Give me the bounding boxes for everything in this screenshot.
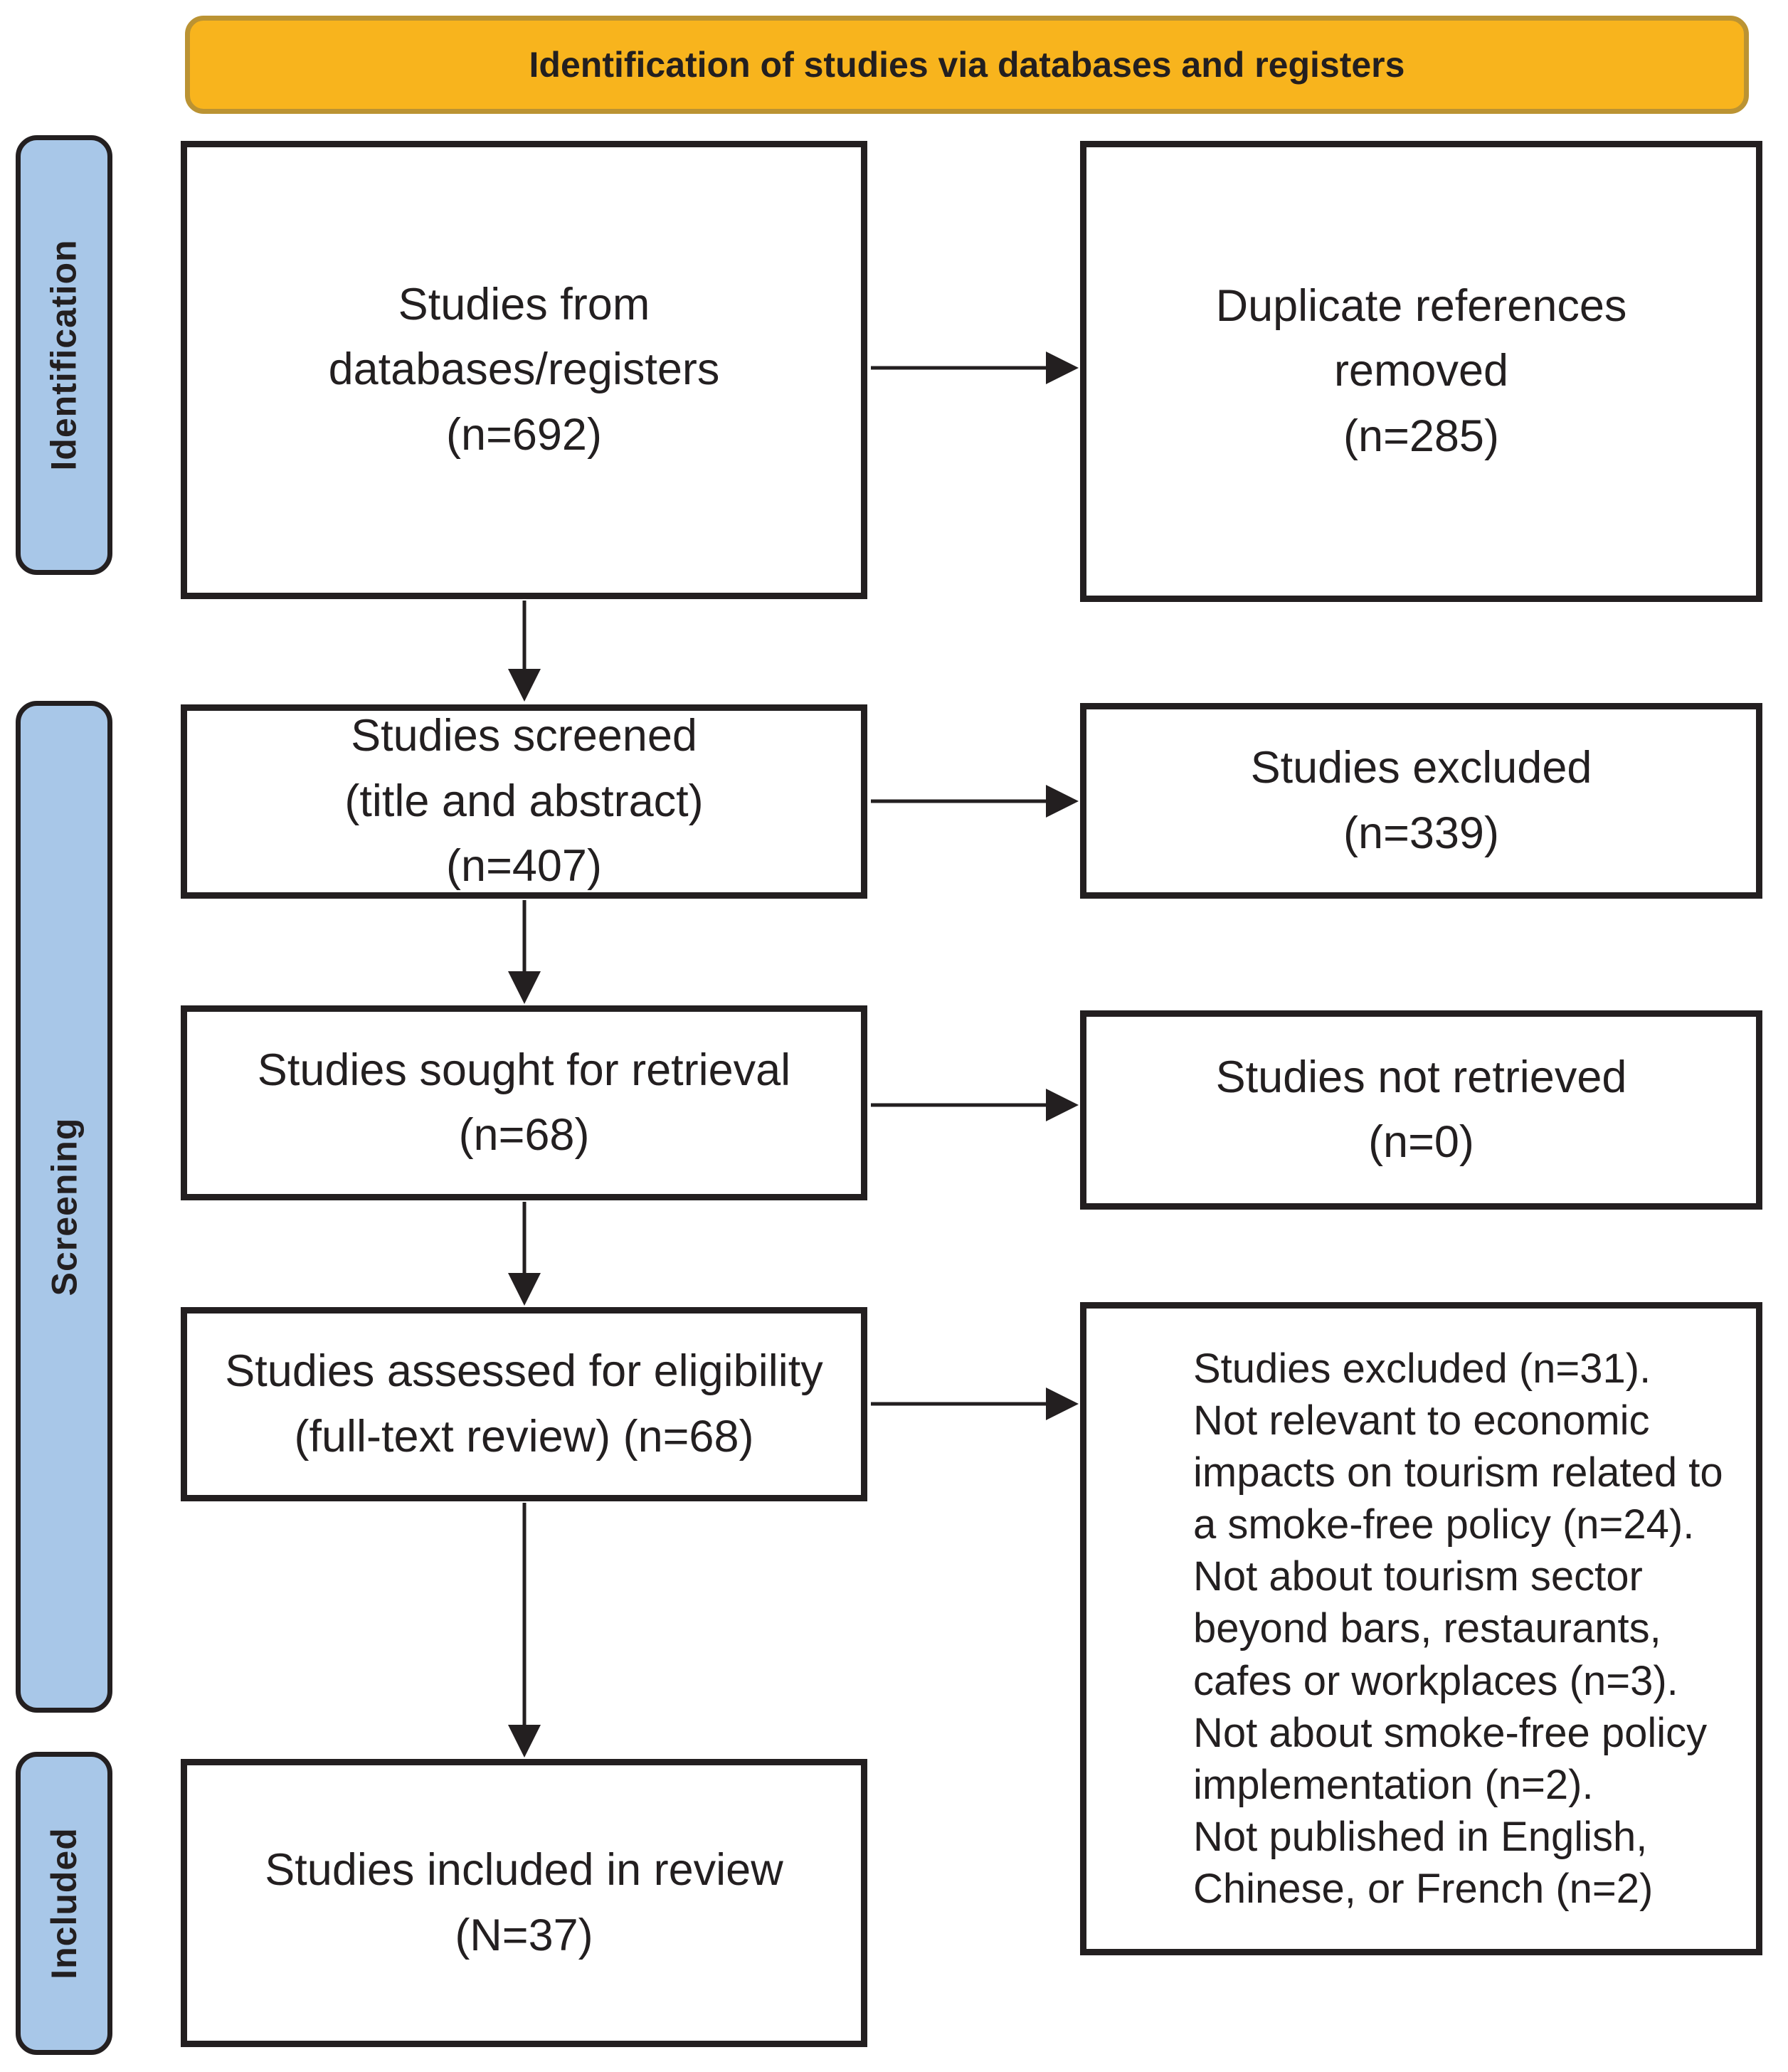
box-studies-from-databases-text: Studies from databases/registers (n=692) — [328, 279, 720, 460]
box-studies-not-retrieved: Studies not retrieved (n=0) — [1080, 1010, 1762, 1210]
box-studies-sought-retrieval-text: Studies sought for retrieval (n=68) — [257, 1045, 791, 1160]
box-studies-assessed-eligibility: Studies assessed for eligibility (full-t… — [181, 1307, 867, 1501]
box-duplicates-removed-text: Duplicate references removed (n=285) — [1215, 280, 1627, 461]
box-studies-not-retrieved-text: Studies not retrieved (n=0) — [1215, 1052, 1627, 1167]
box-studies-screened-text: Studies screened (title and abstract) (n… — [344, 711, 704, 892]
arrow-right-row3 — [871, 1089, 1079, 1121]
stage-bar-included: Included — [16, 1752, 112, 2055]
box-studies-excluded-text: Studies excluded (n=339) — [1250, 743, 1592, 858]
arrow-down-3 — [508, 1202, 541, 1306]
arrow-down-1 — [508, 601, 541, 702]
box-studies-screened: Studies screened (title and abstract) (n… — [181, 704, 867, 899]
banner-identification-via-databases: Identification of studies via databases … — [185, 16, 1749, 114]
box-studies-from-databases: Studies from databases/registers (n=692) — [181, 141, 867, 599]
arrow-right-row1 — [871, 352, 1079, 384]
arrow-right-row4 — [871, 1388, 1079, 1420]
box-studies-excluded: Studies excluded (n=339) — [1080, 703, 1762, 899]
stage-label-included: Included — [44, 1827, 85, 1980]
box-studies-included-review: Studies included in review (N=37) — [181, 1759, 867, 2047]
box-studies-included-review-text: Studies included in review (N=37) — [265, 1845, 783, 1960]
banner-label: Identification of studies via databases … — [529, 45, 1405, 85]
box-fulltext-exclusion-reasons-text: Studies excluded (n=31). Not relevant to… — [1193, 1346, 1723, 1912]
stage-label-identification: Identification — [44, 239, 85, 471]
arrow-right-row2 — [871, 785, 1079, 818]
stage-bar-screening: Screening — [16, 701, 112, 1713]
arrow-down-2 — [508, 900, 541, 1004]
box-duplicates-removed: Duplicate references removed (n=285) — [1080, 141, 1762, 602]
arrow-down-4 — [508, 1503, 541, 1758]
box-studies-assessed-eligibility-text: Studies assessed for eligibility (full-t… — [225, 1346, 823, 1462]
box-fulltext-exclusion-reasons: Studies excluded (n=31). Not relevant to… — [1080, 1302, 1762, 1955]
box-studies-sought-retrieval: Studies sought for retrieval (n=68) — [181, 1005, 867, 1200]
stage-label-screening: Screening — [44, 1117, 84, 1296]
stage-bar-identification: Identification — [16, 135, 112, 575]
